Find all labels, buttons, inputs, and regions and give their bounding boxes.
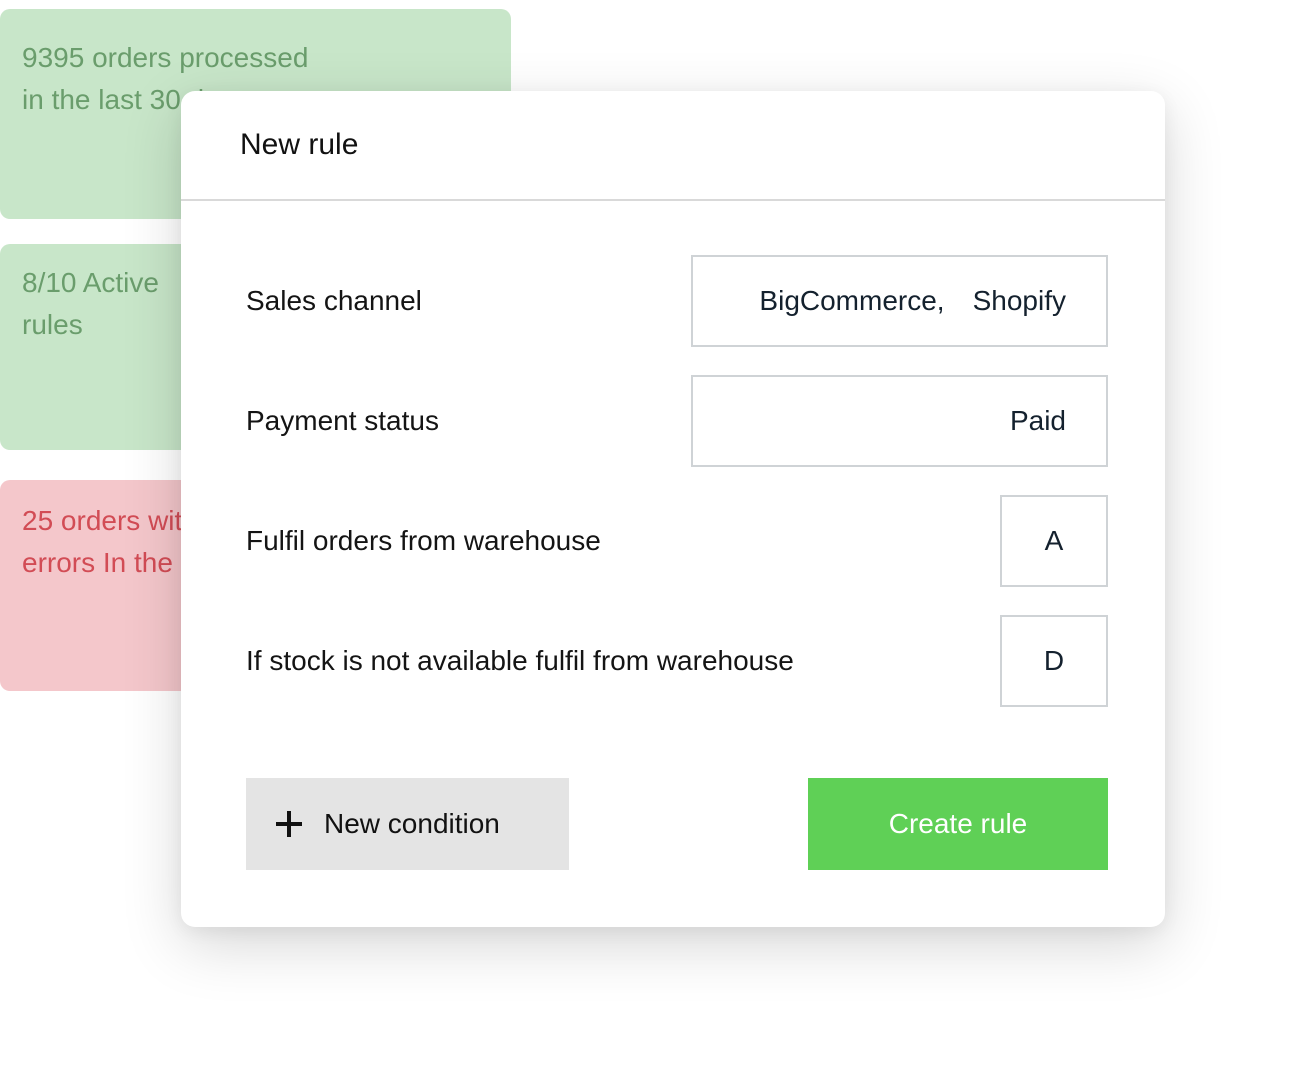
new-rule-dialog: New rule Sales channel BigCommerce, Shop… bbox=[181, 91, 1165, 927]
fulfil-warehouse-label: Fulfil orders from warehouse bbox=[246, 525, 601, 556]
plus-icon bbox=[276, 811, 302, 837]
dialog-header: New rule bbox=[181, 91, 1165, 201]
fulfil-warehouse-value: A bbox=[1044, 525, 1064, 556]
condition-row-payment-status: Payment status Paid bbox=[246, 375, 1108, 467]
payment-status-label: Payment status bbox=[246, 405, 439, 436]
active-rules-count: 8/10 Active bbox=[22, 267, 159, 298]
sales-channel-select[interactable]: BigCommerce, Shopify bbox=[691, 255, 1108, 347]
payment-status-select[interactable]: Paid bbox=[691, 375, 1108, 467]
payment-status-value: Paid bbox=[1009, 405, 1066, 436]
fallback-warehouse-label: If stock is not available fulfil from wa… bbox=[246, 645, 794, 676]
new-condition-label: New condition bbox=[324, 808, 500, 839]
fallback-warehouse-select[interactable]: D bbox=[1000, 615, 1108, 707]
sales-channel-value-shopify: Shopify bbox=[972, 285, 1066, 316]
active-rules-label: rules bbox=[22, 309, 83, 340]
condition-row-sales-channel: Sales channel BigCommerce, Shopify bbox=[246, 255, 1108, 347]
order-errors-count: 25 orders with bbox=[22, 505, 198, 536]
fulfil-warehouse-select[interactable]: A bbox=[1000, 495, 1108, 587]
new-condition-button[interactable]: New condition bbox=[246, 778, 569, 870]
create-rule-label: Create rule bbox=[888, 808, 1028, 839]
dialog-title: New rule bbox=[240, 128, 359, 161]
sales-channel-value-bigcommerce: BigCommerce, bbox=[759, 285, 945, 316]
sales-channel-label: Sales channel bbox=[246, 285, 422, 316]
order-errors-period: errors In the bbox=[22, 547, 173, 578]
condition-row-fallback-warehouse: If stock is not available fulfil from wa… bbox=[246, 615, 1108, 707]
create-rule-button[interactable]: Create rule bbox=[808, 778, 1108, 870]
orders-processed-text: 9395 orders processed bbox=[22, 42, 309, 73]
fallback-warehouse-value: D bbox=[1043, 645, 1065, 676]
condition-row-fulfil-warehouse: Fulfil orders from warehouse A bbox=[246, 495, 1108, 587]
